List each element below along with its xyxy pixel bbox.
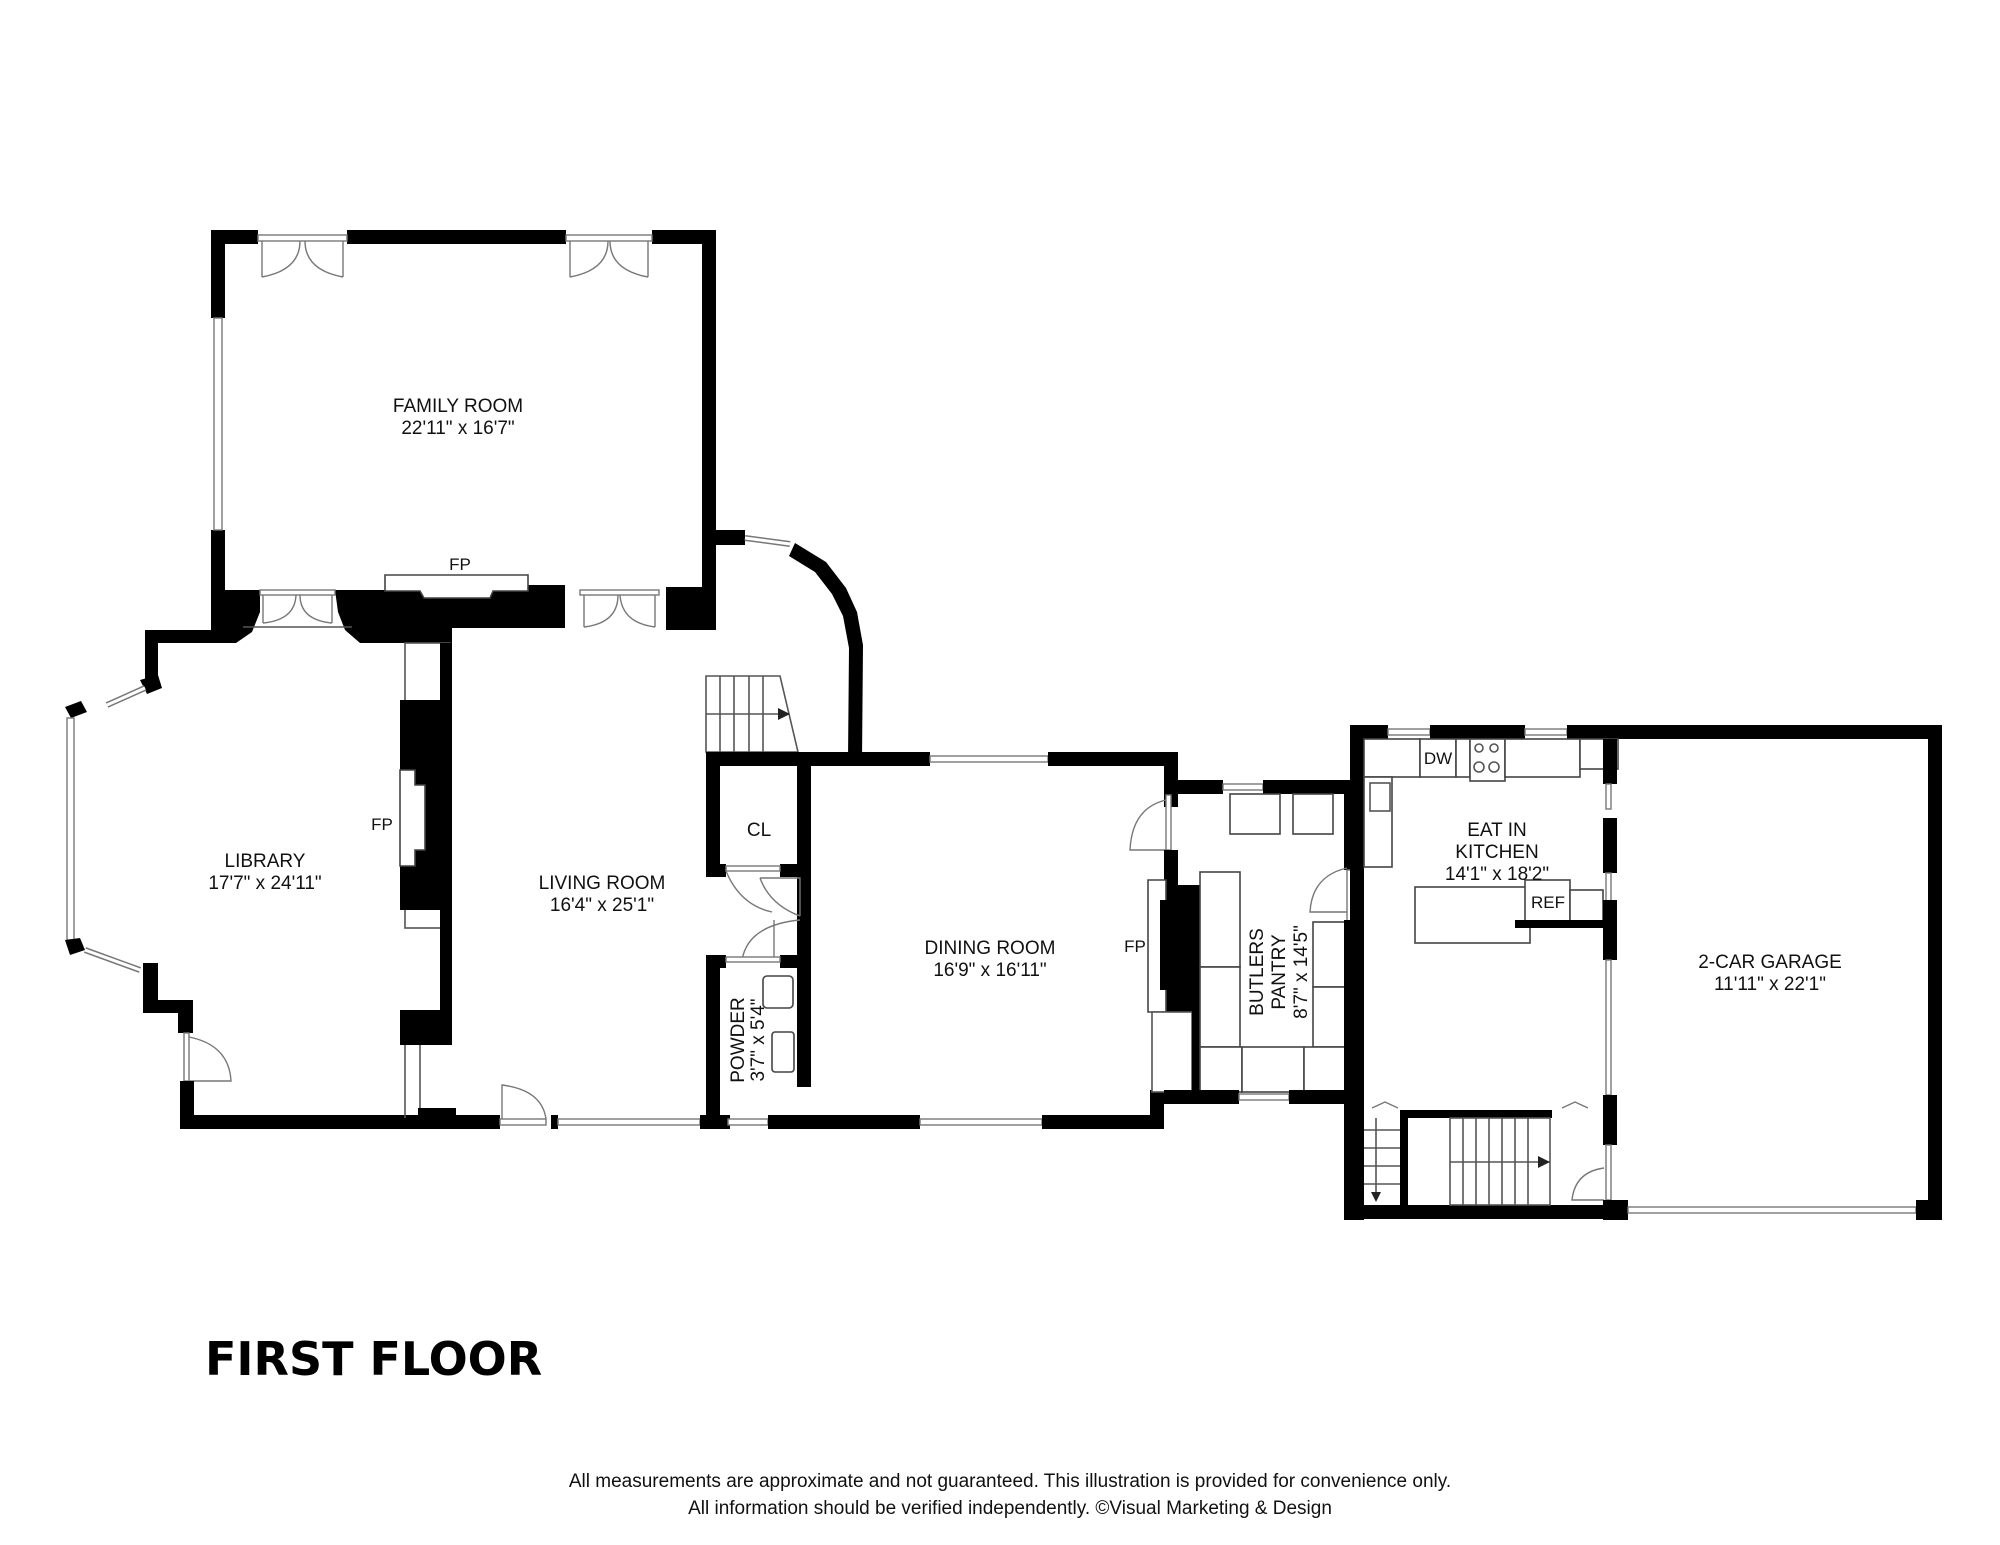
family-room bbox=[211, 230, 716, 630]
refrigerator-label: REF bbox=[1531, 893, 1565, 912]
french-door-icon bbox=[257, 234, 348, 278]
staircase-icon bbox=[705, 675, 800, 753]
window-icon bbox=[83, 947, 142, 973]
fireplace-label: FP bbox=[371, 815, 393, 834]
floor-title: FIRST FLOOR bbox=[205, 1332, 543, 1386]
butlers-pantry-label-2: PANTRY bbox=[1269, 934, 1290, 1010]
disclaimer-line-2: All information should be verified indep… bbox=[688, 1498, 1332, 1519]
disclaimer-line-1: All measurements are approximate and not… bbox=[568, 1471, 1452, 1492]
garage-label: 2-CAR GARAGE bbox=[1698, 952, 1842, 973]
garage-dimensions: 11'11" x 22'1" bbox=[1714, 974, 1826, 995]
front-door-icon bbox=[499, 1084, 547, 1126]
family-room-dimensions: 22'11" x 16'7" bbox=[401, 418, 514, 439]
staircase-icon bbox=[1449, 1117, 1551, 1206]
butlers-pantry-dimensions: 8'7" x 14'5" bbox=[1291, 925, 1312, 1019]
kitchen-label: EAT IN bbox=[1467, 820, 1526, 841]
fireplace-icon bbox=[384, 574, 529, 599]
powder-room-label: POWDER bbox=[728, 997, 749, 1083]
dining-room bbox=[790, 752, 1200, 1129]
kitchen-label-2: KITCHEN bbox=[1455, 842, 1538, 863]
kitchen-island bbox=[1414, 886, 1531, 944]
window-icon bbox=[744, 535, 791, 547]
fireplace-label: FP bbox=[449, 555, 471, 574]
fireplace-icon bbox=[399, 769, 426, 867]
closet-label: CL bbox=[747, 820, 771, 841]
dining-room-label: DINING ROOM bbox=[925, 938, 1056, 959]
library bbox=[65, 630, 500, 1129]
sink-icon bbox=[1363, 776, 1393, 868]
living-room-label: LIVING ROOM bbox=[539, 873, 666, 894]
butlers-pantry-label: BUTLERS bbox=[1247, 928, 1268, 1016]
french-door-icon bbox=[565, 234, 653, 278]
living-room-dimensions: 16'4" x 25'1" bbox=[550, 895, 654, 916]
fireplace-label: FP bbox=[1124, 937, 1146, 956]
kitchen-dimensions: 14'1" x 18'2" bbox=[1445, 864, 1549, 885]
dining-room-dimensions: 16'9" x 16'11" bbox=[933, 960, 1046, 981]
central-wall-band bbox=[160, 574, 711, 643]
dishwasher-label: DW bbox=[1424, 749, 1452, 768]
powder-room-dimensions: 3'7" x 5'4" bbox=[748, 998, 769, 1081]
library-dimensions: 17'7" x 24'11" bbox=[208, 873, 321, 894]
staircase-icon bbox=[1364, 1118, 1400, 1202]
living-room bbox=[420, 530, 930, 1129]
disclaimer-footer: All measurements are approximate and not… bbox=[0, 1468, 2000, 1522]
family-room-label: FAMILY ROOM bbox=[393, 396, 523, 417]
window-icon bbox=[105, 685, 147, 708]
garage bbox=[1603, 725, 1942, 1220]
eat-in-kitchen bbox=[1350, 725, 1942, 1220]
library-label: LIBRARY bbox=[225, 851, 306, 872]
